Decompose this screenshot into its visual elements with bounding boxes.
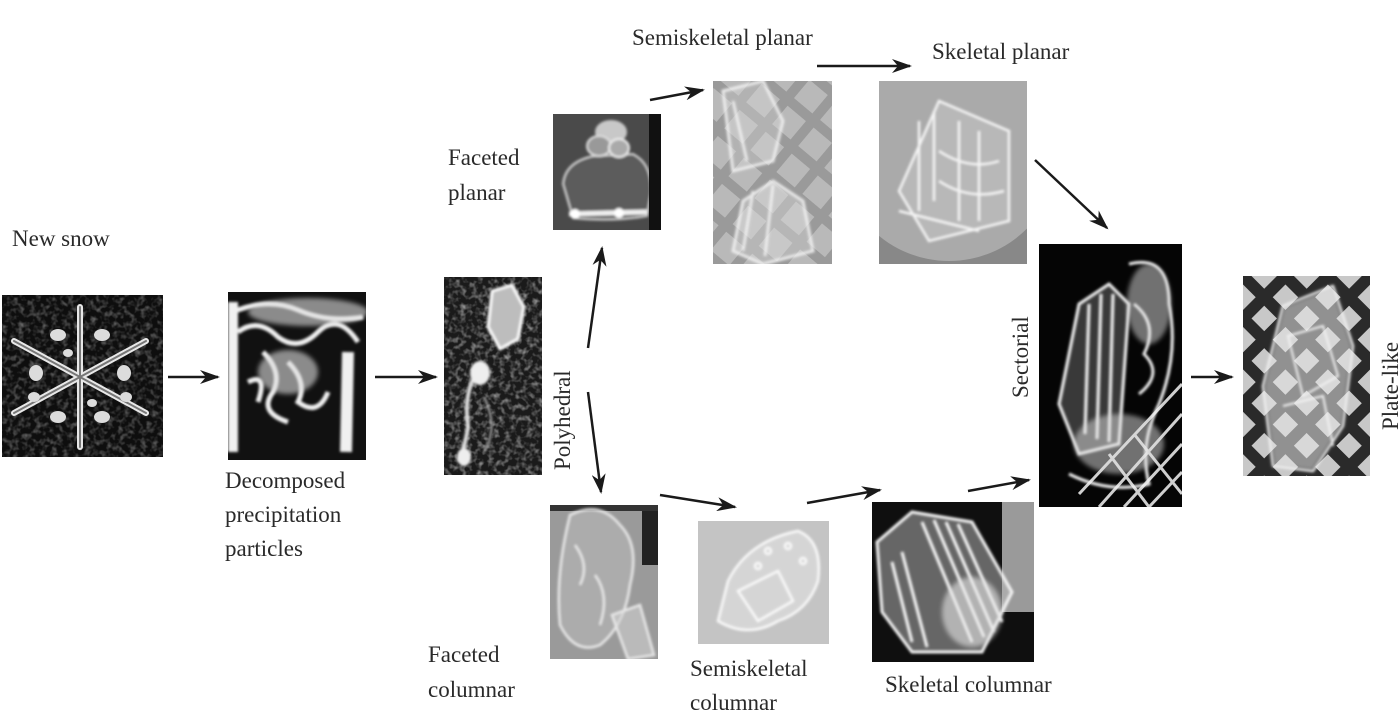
decomposed-image bbox=[228, 292, 366, 460]
label-faceted-planar-line1: Faceted bbox=[448, 145, 520, 170]
label-faceted-columnar-line2: columnar bbox=[428, 677, 515, 702]
arrow-faceted-columnar-to-semiskeletal-columnar bbox=[659, 493, 737, 512]
arrow-polyhedral-to-faceted-columnar bbox=[586, 391, 606, 494]
label-faceted-columnar-line1: Faceted bbox=[428, 642, 500, 667]
plate-like-image bbox=[1243, 276, 1370, 476]
arrow-faceted-planar-to-semiskeletal-planar bbox=[649, 86, 705, 102]
sectorial-image bbox=[1039, 244, 1182, 507]
faceted-columnar-image bbox=[550, 505, 658, 659]
label-plate-like: Plate-like bbox=[1378, 341, 1400, 430]
skeletal-planar-image bbox=[879, 81, 1027, 264]
label-decomposed-line2: precipitation bbox=[225, 502, 342, 527]
arrow-semiskeletal-to-skeletal-columnar bbox=[806, 486, 882, 505]
polyhedral-image bbox=[444, 277, 542, 475]
semiskeletal-planar-image bbox=[713, 81, 832, 264]
snowflake-shape bbox=[11, 304, 149, 450]
arrow-polyhedral-to-faceted-planar bbox=[586, 246, 607, 349]
label-semiskeletal-columnar-line2: columnar bbox=[690, 690, 777, 715]
label-semiskeletal-columnar-line1: Semiskeletal bbox=[690, 656, 808, 681]
label-decomposed-line3: particles bbox=[225, 536, 303, 561]
label-polyhedral: Polyhedral bbox=[550, 370, 575, 470]
label-skeletal-planar: Skeletal planar bbox=[932, 39, 1070, 64]
label-decomposed-line1: Decomposed bbox=[225, 468, 346, 493]
label-new-snow: New snow bbox=[12, 226, 110, 251]
label-semiskeletal-planar: Semiskeletal planar bbox=[632, 25, 813, 50]
label-faceted-planar-line2: planar bbox=[448, 180, 506, 205]
arrow-skeletal-planar-to-sectorial bbox=[1034, 159, 1109, 230]
faceted-planar-image bbox=[553, 114, 661, 230]
arrow-skeletal-columnar-to-sectorial bbox=[967, 476, 1031, 493]
skeletal-columnar-image bbox=[872, 502, 1034, 662]
semiskeletal-columnar-image bbox=[698, 521, 829, 644]
label-skeletal-columnar: Skeletal columnar bbox=[885, 672, 1052, 697]
new-snow-image bbox=[2, 295, 163, 457]
label-sectorial: Sectorial bbox=[1008, 316, 1033, 398]
